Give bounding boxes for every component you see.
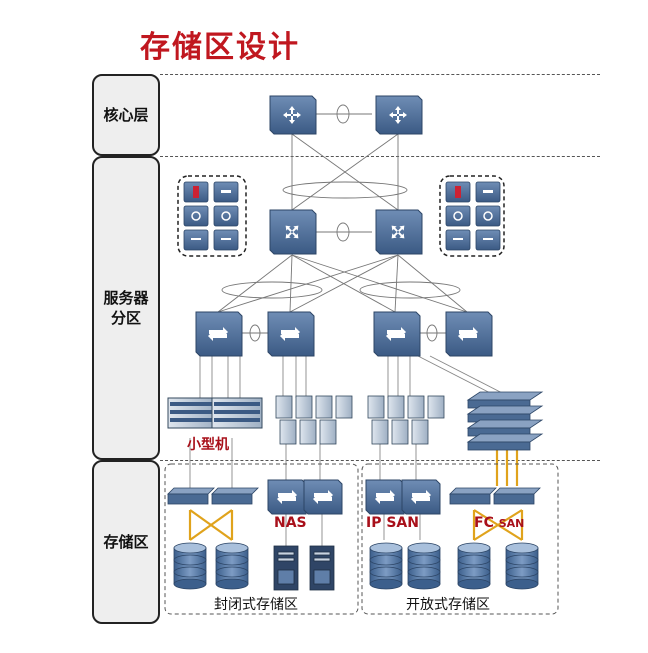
nas-ipsan-links (285, 512, 421, 546)
aggregation-switch-icon (269, 209, 317, 255)
service-module-glyphs (191, 186, 493, 240)
core-layer-text: 核心层 (103, 106, 149, 124)
service-module-icon (183, 181, 501, 251)
core-links (282, 104, 408, 242)
server-zone-label: 服务器 分区 (92, 156, 160, 460)
fc-switch-icon (167, 487, 541, 505)
fc-text: FC (474, 515, 494, 531)
nas-storage-icon (273, 545, 335, 591)
separator-core-server (160, 156, 600, 157)
core-router-icon (375, 95, 423, 135)
service-module-groups (177, 175, 505, 257)
fc-san-text: SAN (498, 517, 525, 530)
tower-server-icon (275, 395, 353, 445)
fc-links (188, 446, 524, 541)
fc-san-label: FC SAN (474, 515, 524, 531)
tower-server-icon (367, 395, 445, 445)
core-layer-label: 核心层 (92, 74, 160, 156)
disk-array-icon (173, 542, 539, 590)
server-zone-line2: 分区 (110, 309, 141, 327)
server-zone-line1: 服务器 (103, 289, 149, 307)
access-switch-icon (373, 311, 421, 357)
storage-layer-text: 存储区 (103, 533, 149, 551)
minicomputer-icon (167, 397, 263, 429)
minicomputer-label: 小型机 (187, 437, 229, 453)
storage-switch-icon (267, 479, 441, 515)
page-title: 存储区设计 (140, 30, 300, 65)
access-switch-icon (267, 311, 315, 357)
access-switch-icon (445, 311, 493, 357)
server-to-storage-links (189, 438, 417, 494)
closed-storage-zone-label: 封闭式存储区 (214, 597, 298, 613)
server-zone-text: 服务器 分区 (103, 288, 148, 328)
nas-label: NAS (274, 515, 307, 531)
open-storage-zone-label: 开放式存储区 (406, 597, 490, 613)
access-switch-icon (195, 311, 243, 357)
core-router-icon (269, 95, 317, 135)
aggregation-switch-icon (375, 209, 423, 255)
aggregation-links (217, 254, 468, 342)
storage-layer-label: 存储区 (92, 460, 160, 624)
ip-san-label: IP SAN (366, 515, 419, 531)
rack-server-icon (466, 391, 544, 451)
access-to-server-links (199, 355, 513, 399)
separator-top (160, 74, 600, 75)
storage-zone-groups (164, 463, 559, 615)
